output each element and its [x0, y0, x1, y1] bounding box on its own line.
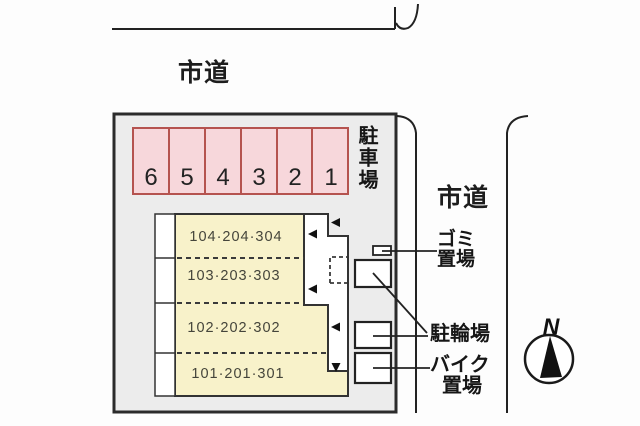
bike-label: バイク 置場: [430, 355, 490, 397]
bicycle-rect-lower: [353, 320, 393, 350]
entrance-arrow-icon: [308, 284, 317, 294]
garbage-label-line1: ゴミ: [437, 229, 476, 250]
entrance-arrow-icon: [331, 322, 340, 332]
bike-label-line2: 置場: [442, 375, 482, 397]
bicycle-pointer-line-diagonal: [372, 272, 428, 334]
unit-dividers: [177, 257, 328, 354]
balcony-strip: [154, 213, 176, 397]
entrance-arrow-icon: [331, 363, 341, 372]
parking-stall-number: 5: [180, 164, 194, 191]
unit-label: 102·202·302: [187, 320, 281, 336]
garbage-label-line2: 置場: [437, 249, 476, 270]
garbage-label: ゴミ 置場: [437, 230, 475, 270]
parking-stall-number: 2: [288, 164, 302, 191]
right-road-right-edge: [506, 115, 529, 413]
top-road-edge: [112, 3, 419, 30]
unit-label: 103·203·303: [187, 268, 281, 284]
stair-dashed-box: [329, 256, 347, 284]
balcony-dividers: [155, 257, 175, 354]
entrance-arrow-icon: [308, 229, 317, 239]
parking-stall-dividers: [168, 128, 313, 194]
entrance-arrow-icon: [331, 218, 340, 227]
north-label: N: [542, 313, 560, 340]
bicycle-label: 駐輪場: [430, 323, 490, 345]
unit-label: 104·204·304: [189, 229, 283, 245]
parking-stall-number: 6: [144, 164, 158, 191]
parking-area-label: 駐車場: [355, 125, 377, 191]
parking-stall-number: 4: [216, 164, 230, 191]
unit-label: 101·201·301: [191, 366, 285, 382]
parking-stall-number: 1: [324, 164, 338, 191]
compass-needle-icon: [540, 336, 562, 378]
parking-stall-number: 3: [252, 164, 266, 191]
top-road-label: 市道: [177, 59, 231, 87]
right-road-left-edge: [396, 115, 417, 413]
building-corridor: [303, 213, 349, 372]
right-road-label: 市道: [436, 184, 490, 212]
bike-label-line1: バイク: [430, 354, 490, 376]
